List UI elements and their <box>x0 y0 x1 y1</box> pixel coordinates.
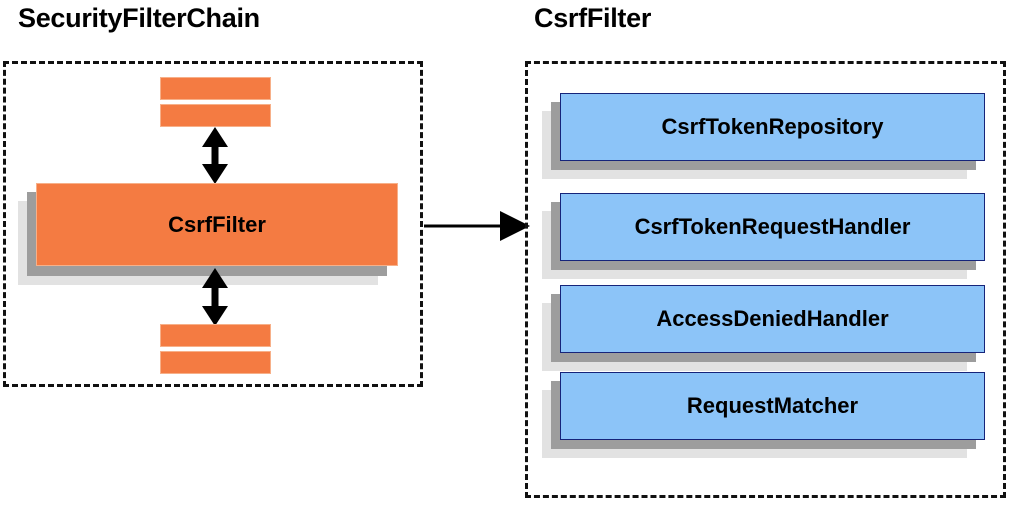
filter-stub-bar-4 <box>160 351 271 374</box>
page-title-security-filter-chain: SecurityFilterChain <box>18 3 260 33</box>
panel-csrf-filter-collaborators <box>525 61 1006 498</box>
filter-stub-bar-2 <box>160 104 271 127</box>
card-label: RequestMatcher <box>686 393 859 418</box>
card-csrf-token-request-handler[interactable]: CsrfTokenRequestHandler <box>560 193 985 261</box>
card-access-denied-handler[interactable]: AccessDeniedHandler <box>560 285 985 353</box>
card-label: CsrfTokenRequestHandler <box>634 214 911 239</box>
card-request-matcher[interactable]: RequestMatcher <box>560 372 985 440</box>
card-label: AccessDeniedHandler <box>656 306 889 331</box>
card-label: CsrfTokenRepository <box>661 114 884 139</box>
card-csrf-filter[interactable]: CsrfFilter <box>36 183 398 266</box>
card-csrf-token-repository[interactable]: CsrfTokenRepository <box>560 93 985 161</box>
page-title-csrf-filter: CsrfFilter <box>534 3 652 33</box>
card-csrf-filter-label: CsrfFilter <box>168 211 266 237</box>
filter-stub-bar-1 <box>160 77 271 100</box>
filter-stub-bar-3 <box>160 324 271 347</box>
panel-security-filter-chain <box>3 61 423 387</box>
